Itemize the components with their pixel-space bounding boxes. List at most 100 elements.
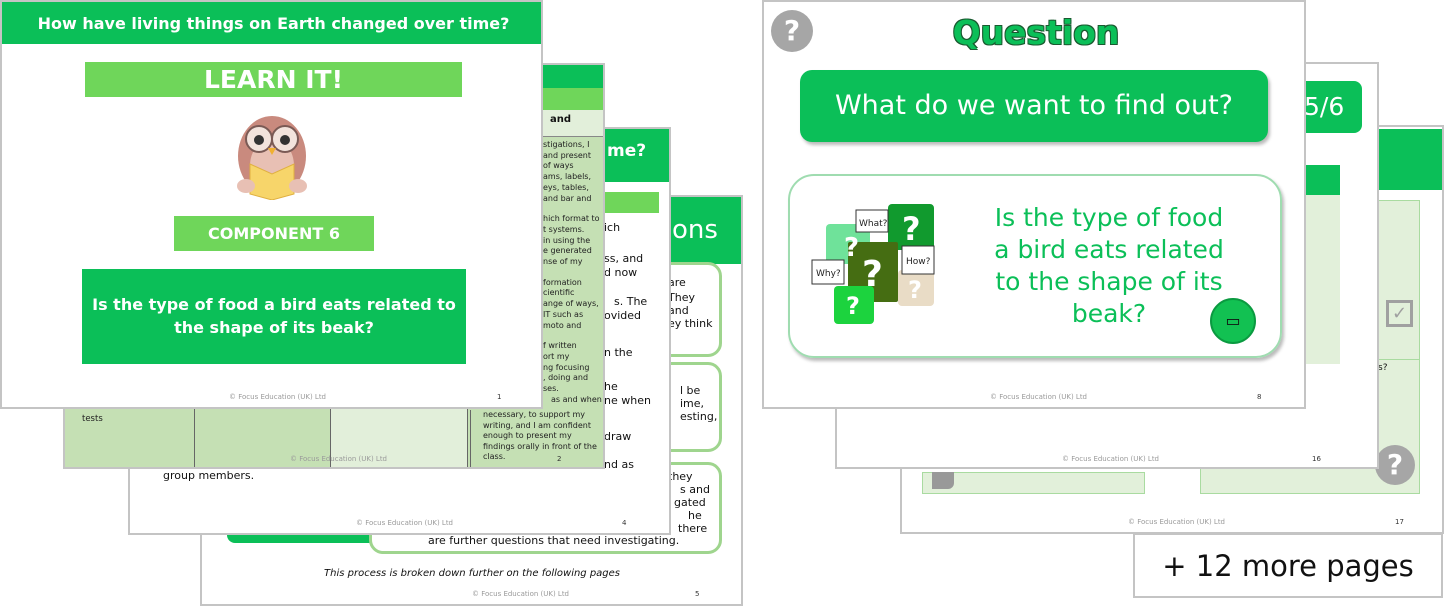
cell-text: in using the [543,235,591,245]
learn-it-banner: LEARN IT! [85,62,462,97]
cell-text: writing, and I am confident [483,420,591,430]
body-text: draw [604,430,632,443]
cell-text: tests [82,414,103,424]
owl-reading-icon [237,116,307,200]
slide-header [668,197,741,264]
cell-text: class. [483,452,506,461]
cell-text: e generated [543,246,592,256]
subheader-bar [604,192,659,213]
body-text: ss, and [604,252,644,265]
content-box [922,472,1145,494]
content-box [1378,200,1420,362]
body-text: ne when [604,394,651,407]
header-text: ons [672,215,718,245]
page-number: 1 [497,393,502,401]
cell-text: as and when [551,394,602,404]
cell-text: cientific [543,288,575,298]
footer: © Focus Education (UK) Ltd [229,393,327,401]
cell-text: and present [543,150,592,160]
body-text: d now [604,266,638,279]
bubble-how: How? [906,257,931,267]
question-line: beak? [1071,299,1147,328]
page-number: 8 [1257,393,1262,401]
cell-text: ams, labels, [543,172,592,182]
body-text: he [604,380,618,393]
box-text: he [688,509,702,522]
cell-text: nse of my [543,257,583,267]
box-text: are further questions that need investig… [428,534,680,547]
box-text: ime, [680,397,705,410]
body-text: n the [604,346,633,359]
box-text: are [668,276,686,289]
cell-text: ort my [543,351,570,361]
page-number: 4 [622,519,627,527]
footer: © Focus Education (UK) Ltd [1128,518,1226,526]
question-text: Is the type of food a bird eats related … [92,295,456,337]
cell-text: eys, tables, [543,182,589,192]
footer: © Focus Education (UK) Ltd [472,590,570,598]
question-mark-icon: ? [771,10,813,52]
cell-text: hich format to [543,214,600,224]
footer: © Focus Education (UK) Ltd [1062,455,1160,463]
slide-8: ? Question What do we want to find out? … [762,0,1306,409]
checkbox-icon: ✓ [1386,300,1413,327]
box-text: and [668,304,689,317]
cell-text: formation [543,277,582,287]
progress-text: 5/6 [1304,92,1345,121]
footer: © Focus Education (UK) Ltd [290,455,388,463]
header-text: and [550,114,572,125]
page-number: 16 [1312,455,1321,463]
slide-header [604,129,669,182]
svg-text:?: ? [844,233,859,263]
box-text: there [678,522,708,535]
slide-header [2,2,541,44]
box-text: they [668,470,693,483]
question-line: Is the type of food [994,203,1224,232]
cell-text: enough to present my [483,431,572,440]
body-text: nd as [604,458,634,471]
body-text: ich [604,221,621,234]
cell-text: moto and [543,320,582,330]
question-card [788,174,1282,358]
more-pages-label: + 12 more pages [1133,533,1443,598]
box-text: esting, [680,410,718,423]
body-text: ovided [604,309,642,322]
box-text: ey think [668,317,713,330]
box-text: s and [680,483,710,496]
question-text: Is the type of food a bird eats related … [954,202,1264,330]
cell-text: ses. [543,384,559,394]
page-number: 2 [557,455,562,463]
svg-text:?: ? [846,292,860,320]
cell-text: , doing and [543,373,589,383]
question-bubbles-icon: ? ? ? ? ? What? Why? How? [811,204,935,324]
footer: © Focus Education (UK) Ltd [356,519,454,527]
svg-text:?: ? [862,254,883,295]
box-text: l be [680,384,701,397]
svg-text:?: ? [908,276,922,304]
subtitle-banner: What do we want to find out? [800,70,1268,142]
cell-text: findings orally in front of the [483,441,597,451]
footer: © Focus Education (UK) Ltd [990,393,1088,401]
header-text: me? [607,141,647,161]
cell-text: stigations, I [543,140,590,149]
box-text: gated [674,496,706,509]
component-label: COMPONENT 6 [174,216,374,251]
page-number: 17 [1395,518,1404,526]
note-text: This process is broken down further on t… [324,568,621,579]
slide-title: Question [952,13,1120,52]
cell-text: necessary, to support my [483,410,586,419]
bubble-what: What? [859,219,888,229]
table-cell [194,395,331,467]
box-text: s? [1378,363,1388,373]
body-text: s. The [614,295,648,308]
slide-1: How have living things on Earth changed … [0,0,543,409]
speech-icon [932,472,954,489]
page-number: 5 [695,590,700,598]
question-box: Is the type of food a bird eats related … [82,269,466,364]
question-line: to the shape of its [995,267,1223,296]
cell-text: ng focusing [543,362,590,372]
cell-text: and bar and [543,193,592,203]
slide-header [1378,129,1442,190]
